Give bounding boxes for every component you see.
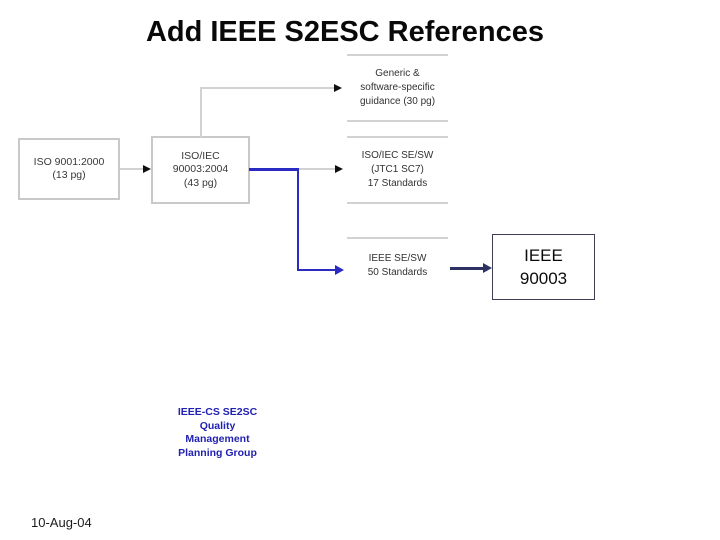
node-label: guidance (30 pg): [359, 95, 436, 107]
node-label: (JTC1 SC7): [371, 164, 424, 176]
node-label: ISO/IEC SE/SW: [361, 150, 434, 162]
connector-iso90003-right-blue: [249, 168, 299, 171]
connector-to-generic: [200, 87, 334, 89]
node-label: (13 pg): [52, 169, 86, 181]
node-iso-iec-sesw: ISO/IEC SE/SW (JTC1 SC7) 17 Standards: [347, 136, 448, 204]
arrowhead-right-icon: [143, 164, 154, 173]
node-label: IEEE SE/SW: [368, 253, 427, 265]
arrowhead-right-icon: [335, 265, 347, 275]
node-label: Generic &: [375, 68, 420, 80]
node-label: 90003:2004: [172, 163, 229, 176]
node-label: (43 pg): [183, 176, 218, 189]
footer-line: Planning Group: [178, 446, 257, 459]
node-label: 50 Standards: [367, 267, 428, 278]
arrowhead-right-icon: [334, 83, 345, 92]
node-label: 90003: [519, 269, 568, 288]
slide-date: 10-Aug-04: [31, 515, 92, 530]
connector-to-iso-sesw: [299, 168, 335, 170]
footer-line: IEEE-CS SE2SC: [177, 406, 258, 418]
node-label: IEEE: [524, 246, 563, 265]
footer-line: Quality: [199, 419, 236, 432]
node-iso-9001: ISO 9001:2000 (13 pg): [18, 138, 120, 200]
connector-to-ieee-sesw: [297, 269, 335, 271]
footer-group-name: IEEE-CS SE2SC Quality Management Plannin…: [150, 406, 285, 460]
node-iso-iec-90003: ISO/IEC 90003:2004 (43 pg): [151, 136, 250, 204]
node-label: ISO 9001:2000: [33, 155, 105, 168]
connector-iso9001-to-iso90003: [120, 168, 144, 170]
node-label: ISO/IEC: [181, 149, 220, 162]
node-ieee-sesw: IEEE SE/SW 50 Standards: [347, 237, 448, 293]
connector-blue-down: [297, 168, 299, 270]
arrowhead-right-icon: [335, 164, 346, 173]
footer-line: Management: [185, 433, 250, 446]
node-generic-guidance: Generic & software-specific guidance (30…: [347, 54, 448, 122]
arrowhead-right-icon: [483, 263, 495, 273]
page-title: Add IEEE S2ESC References: [145, 16, 545, 48]
connector-ieee-sesw-to-ieee90003: [450, 267, 484, 270]
node-label: 17 Standards: [367, 177, 428, 189]
node-label: software-specific: [360, 82, 435, 94]
connector-iso90003-up: [200, 88, 202, 137]
node-ieee-90003: IEEE 90003: [492, 234, 595, 300]
